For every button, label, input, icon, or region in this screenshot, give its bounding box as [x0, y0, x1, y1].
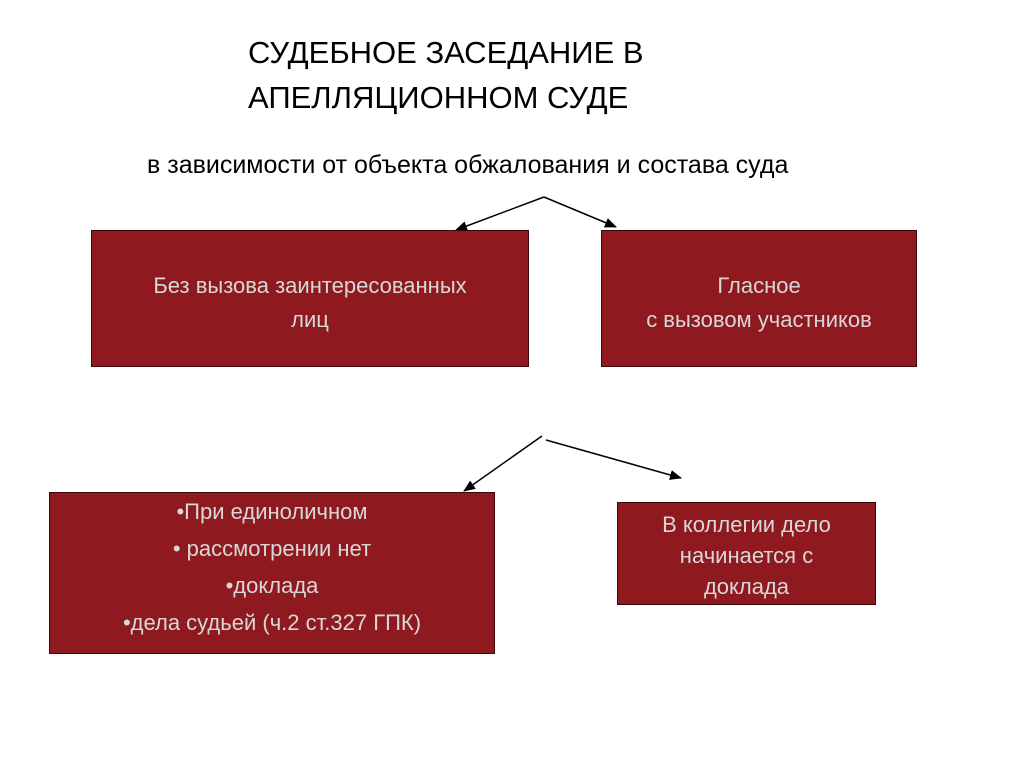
arrow-to-collegium	[545, 439, 682, 480]
box-collegium: В коллегии дело начинается с доклада	[617, 502, 876, 605]
box-line: лиц	[291, 307, 329, 332]
box-line: Гласное	[717, 273, 801, 298]
box-line: с вызовом участников	[646, 307, 872, 332]
arrow-to-without-call	[455, 196, 545, 231]
box-line: •доклада	[225, 573, 319, 598]
box-line: В коллегии дело	[662, 512, 831, 537]
arrow-to-public	[543, 196, 617, 228]
box-public-hearing: Гласное с вызовом участников	[601, 230, 917, 367]
box-without-call: Без вызова заинтересованных лиц	[91, 230, 529, 367]
box-line: • рассмотрении нет	[172, 536, 372, 561]
diagram-title: СУДЕБНОЕ ЗАСЕДАНИЕ В АПЕЛЛЯЦИОННОМ СУДЕ	[248, 30, 768, 120]
box-line: доклада	[703, 574, 790, 599]
title-line-1: СУДЕБНОЕ ЗАСЕДАНИЕ В	[248, 35, 644, 70]
diagram-subtitle: в зависимости от объекта обжалования и с…	[147, 151, 789, 179]
title-line-2: АПЕЛЛЯЦИОННОМ СУДЕ	[248, 80, 629, 115]
box-line: •При единоличном	[176, 499, 368, 524]
box-line: •дела судьей (ч.2 ст.327 ГПК)	[122, 610, 422, 635]
box-single-judge: •При единоличном • рассмотрении нет •док…	[49, 492, 495, 654]
arrow-to-single-judge	[463, 435, 543, 492]
box-line: начинается с	[679, 543, 814, 568]
box-line: Без вызова заинтересованных	[153, 273, 467, 298]
